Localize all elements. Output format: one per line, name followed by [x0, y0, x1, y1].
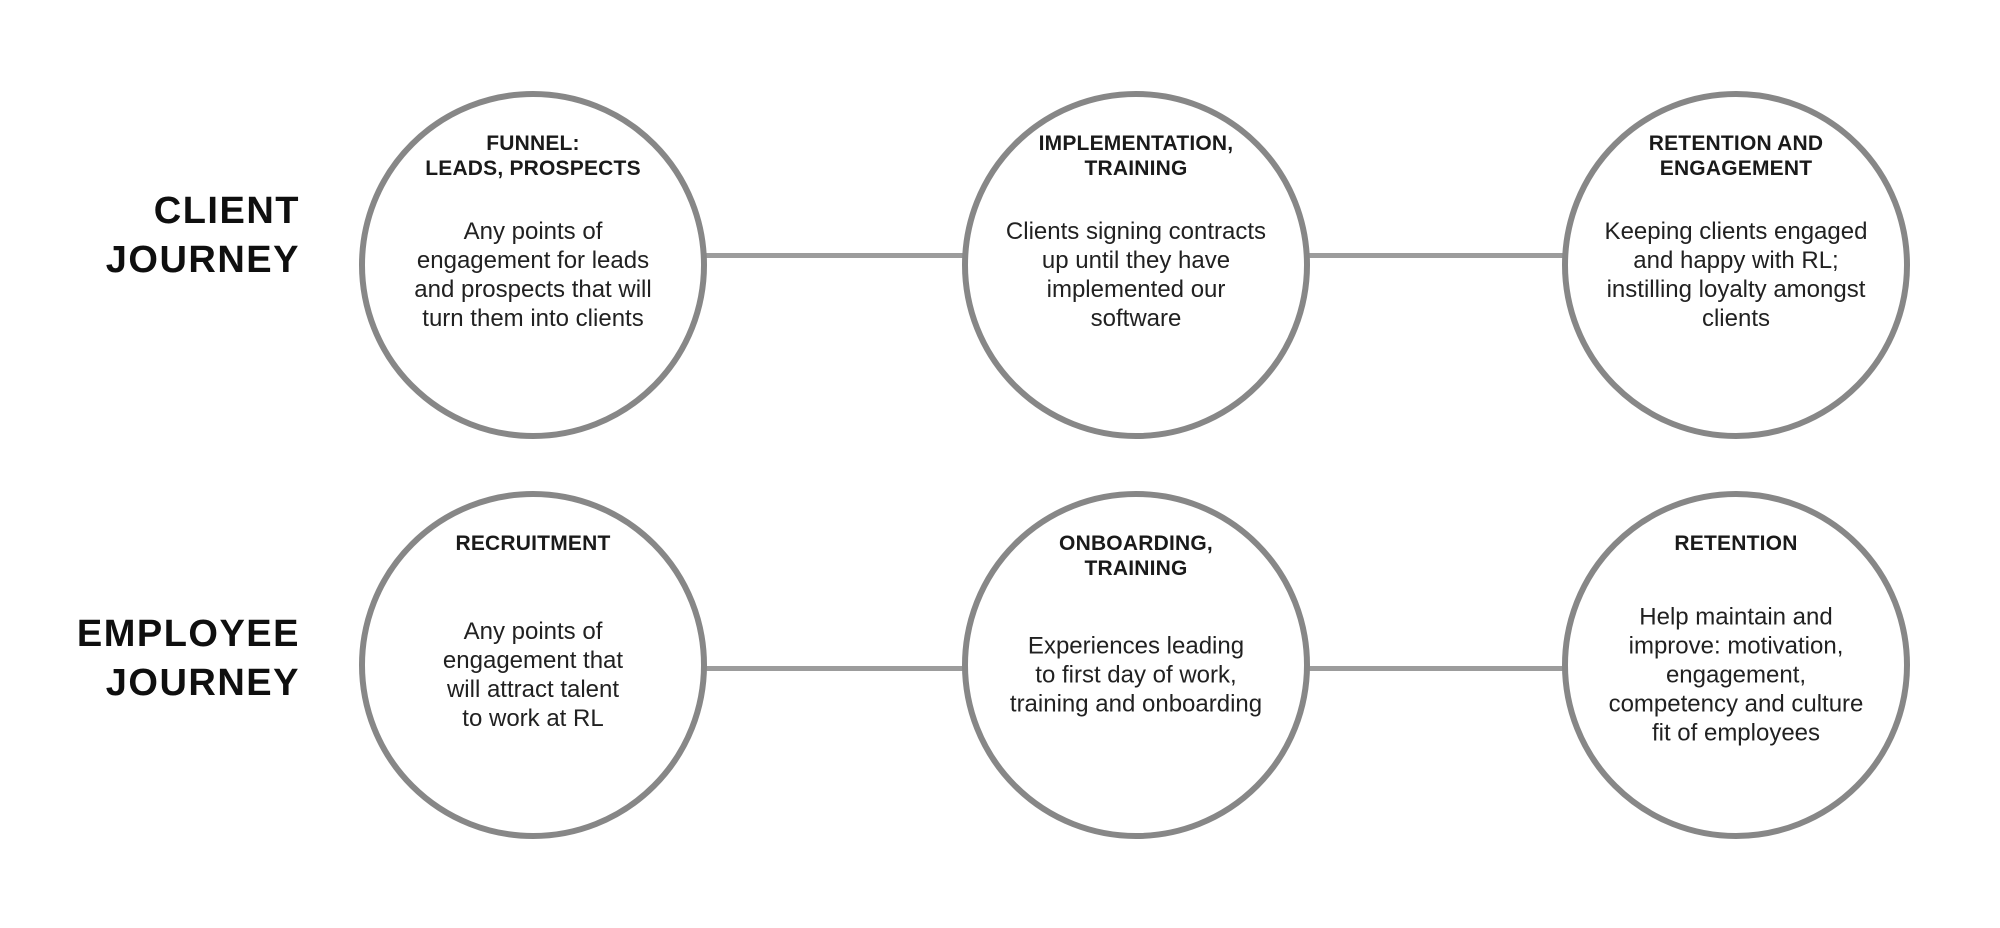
stage-circle-recruitment: RECRUITMENT Any points of engagement tha…	[359, 491, 707, 839]
stage-title: RETENTION	[1674, 532, 1798, 555]
stage-description: Experiences leading to first day of work…	[1009, 632, 1263, 718]
stage-title: RETENTION AND ENGAGEMENT	[1648, 132, 1824, 180]
client-journey-label: CLIENT JOURNEY	[105, 190, 300, 281]
employee-journey-label: EMPLOYEE JOURNEY	[76, 613, 300, 704]
stage-description: Any points of engagement that will attra…	[442, 618, 624, 732]
stage-description: Clients signing contracts up until they …	[1005, 218, 1267, 332]
stage-title: IMPLEMENTATION, TRAINING	[1038, 132, 1234, 180]
connector-line-employee-2-3	[1303, 666, 1569, 671]
stage-description: Keeping clients engaged and happy with R…	[1604, 218, 1868, 332]
stage-title: RECRUITMENT	[455, 532, 611, 555]
stage-title: FUNNEL: LEADS, PROSPECTS	[425, 132, 641, 180]
stage-title: ONBOARDING, TRAINING	[1059, 532, 1213, 580]
stage-circle-onboarding-training: ONBOARDING, TRAINING Experiences leading…	[962, 491, 1310, 839]
connector-line-employee-1-2	[700, 666, 968, 671]
stage-circle-implementation-training: IMPLEMENTATION, TRAINING Clients signing…	[962, 91, 1310, 439]
stage-description: Any points of engagement for leads and p…	[414, 218, 652, 332]
stage-description: Help maintain and improve: motivation, e…	[1608, 603, 1864, 747]
stage-circle-funnel-leads-prospects: FUNNEL: LEADS, PROSPECTS Any points of e…	[359, 91, 707, 439]
stage-circle-retention: RETENTION Help maintain and improve: mot…	[1562, 491, 1910, 839]
connector-line-client-2-3	[1303, 253, 1569, 258]
stage-circle-retention-and-engagement: RETENTION AND ENGAGEMENT Keeping clients…	[1562, 91, 1910, 439]
connector-line-client-1-2	[700, 253, 968, 258]
